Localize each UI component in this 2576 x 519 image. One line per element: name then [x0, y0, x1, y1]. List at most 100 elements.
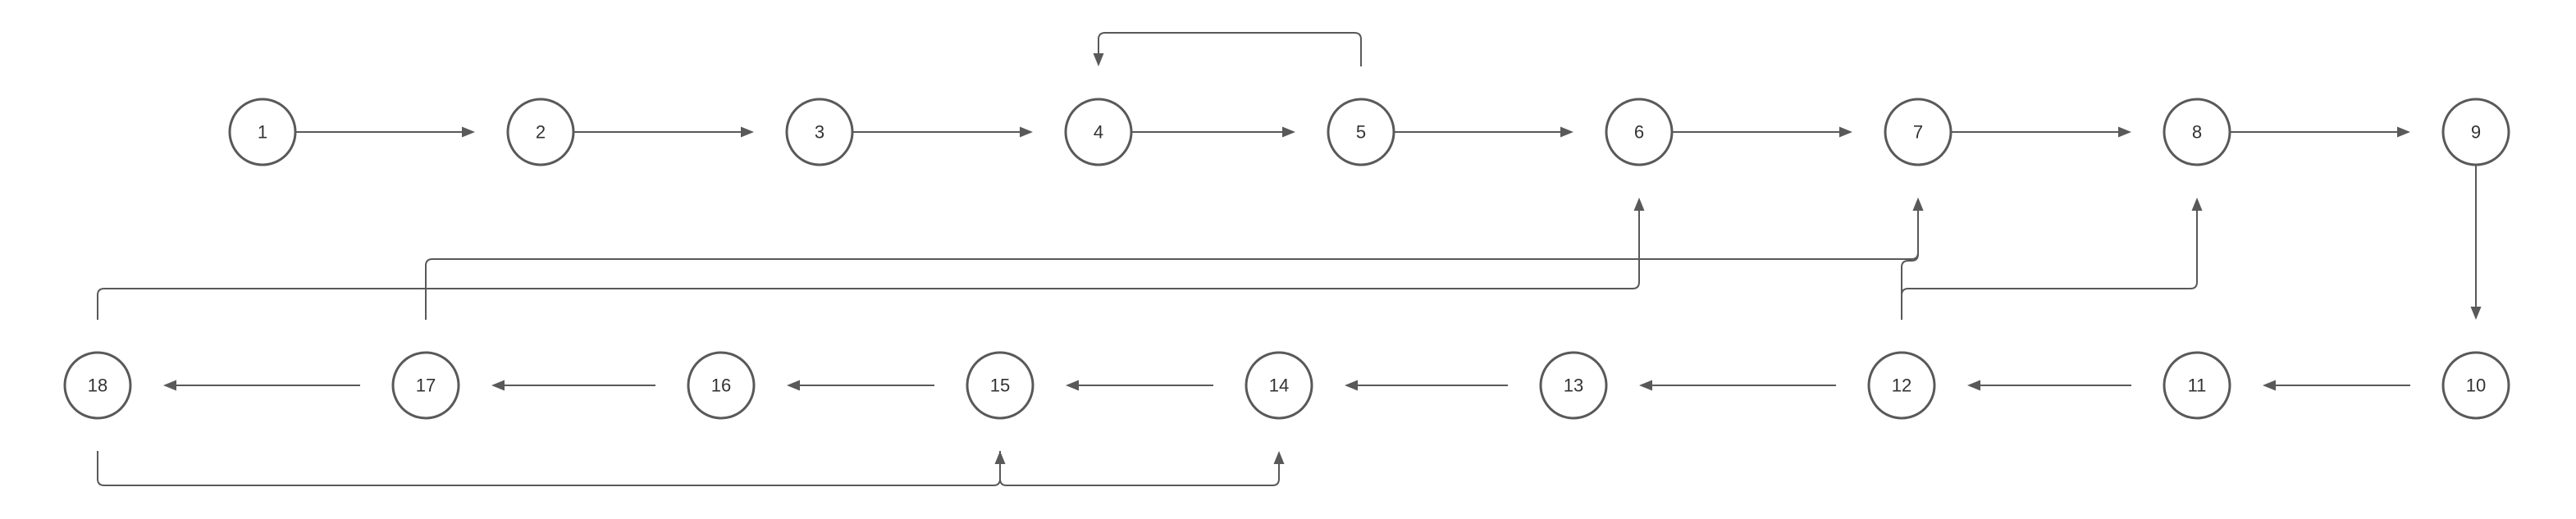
node-12: 12 — [1867, 351, 1936, 420]
edge-3-to-4 — [852, 126, 1033, 138]
arrowhead — [1093, 53, 1104, 66]
node-circle — [391, 351, 460, 420]
node-circle — [1867, 351, 1936, 420]
node-9: 9 — [2441, 98, 2510, 166]
edge-8-to-9 — [2230, 126, 2410, 138]
edge-4-to-5 — [1131, 126, 1295, 138]
arrowhead — [2263, 380, 2276, 391]
node-label: 11 — [2188, 376, 2207, 396]
node-label: 9 — [2471, 122, 2481, 143]
node-15: 15 — [966, 351, 1035, 420]
arrowhead — [1639, 380, 1652, 391]
node-circle — [1539, 351, 1608, 420]
edges-layer — [97, 32, 2482, 486]
node-circle — [2441, 351, 2510, 420]
edge-18-to-15 — [97, 451, 1006, 486]
node-16: 16 — [687, 351, 756, 420]
edge-18-to-6 — [97, 198, 1645, 320]
node-3: 3 — [785, 98, 854, 166]
edge-17-to-7 — [425, 198, 1924, 320]
edge-line — [97, 206, 1640, 320]
node-circle — [1605, 98, 1674, 166]
arrowhead — [1345, 380, 1358, 391]
node-13: 13 — [1539, 351, 1608, 420]
arrowhead — [1967, 380, 1980, 391]
node-label: 1 — [258, 122, 267, 143]
node-4: 4 — [1064, 98, 1133, 166]
node-circle — [1064, 98, 1133, 166]
node-label: 15 — [990, 376, 1010, 396]
node-circle — [687, 351, 756, 420]
node-14: 14 — [1245, 351, 1313, 420]
node-circle — [1245, 351, 1313, 420]
node-circle — [2441, 98, 2510, 166]
edge-line — [425, 206, 1919, 320]
edge-16-to-17 — [491, 380, 655, 391]
node-2: 2 — [506, 98, 575, 166]
edge-line — [1901, 206, 1919, 320]
node-circle — [1884, 98, 1953, 166]
node-7: 7 — [1884, 98, 1953, 166]
arrowhead — [2397, 126, 2410, 138]
arrowhead — [163, 380, 176, 391]
arrowhead — [1839, 126, 1852, 138]
node-circle — [506, 98, 575, 166]
arrowhead — [1633, 198, 1645, 211]
edge-5-to-6 — [1394, 126, 1573, 138]
node-label: 8 — [2192, 122, 2202, 143]
edge-line — [1901, 206, 2198, 320]
arrowhead — [2470, 307, 2482, 320]
node-8: 8 — [2163, 98, 2231, 166]
edge-17-to-18 — [163, 380, 360, 391]
node-1: 1 — [228, 98, 297, 166]
node-label: 13 — [1564, 376, 1583, 396]
node-circle — [966, 351, 1035, 420]
node-circle — [1327, 98, 1395, 166]
arrowhead — [741, 126, 754, 138]
node-label: 7 — [1913, 122, 1923, 143]
edge-line — [1098, 32, 1362, 66]
arrowhead — [491, 380, 505, 391]
edge-7-to-8 — [1951, 126, 2131, 138]
edge-6-to-7 — [1672, 126, 1852, 138]
node-circle — [228, 98, 297, 166]
node-circle — [2163, 351, 2231, 420]
arrowhead — [2191, 198, 2203, 211]
edge-5-to-4 — [1093, 32, 1362, 66]
node-label: 3 — [815, 122, 824, 143]
node-circle — [785, 98, 854, 166]
node-18: 18 — [63, 351, 132, 420]
node-label: 10 — [2466, 376, 2486, 396]
edge-12-to-13 — [1639, 380, 1836, 391]
edge-10-to-11 — [2263, 380, 2410, 391]
edge-14-to-15 — [1066, 380, 1213, 391]
node-label: 6 — [1634, 122, 1644, 143]
node-11: 11 — [2163, 351, 2231, 420]
edge-9-to-10 — [2470, 165, 2482, 320]
node-5: 5 — [1327, 98, 1395, 166]
arrowhead — [1912, 198, 1924, 211]
edge-line — [999, 451, 1280, 486]
arrowhead — [787, 380, 800, 391]
edge-line — [97, 451, 1001, 486]
node-circle — [2163, 98, 2231, 166]
node-label: 16 — [711, 376, 731, 396]
arrowhead — [462, 126, 475, 138]
edge-15-to-16 — [787, 380, 934, 391]
node-label: 2 — [536, 122, 546, 143]
node-label: 12 — [1892, 376, 1911, 396]
edge-1-to-2 — [295, 126, 475, 138]
edge-2-to-3 — [573, 126, 754, 138]
arrowhead — [994, 451, 1006, 464]
arrowhead — [1282, 126, 1295, 138]
node-10: 10 — [2441, 351, 2510, 420]
edge-11-to-12 — [1967, 380, 2131, 391]
node-17: 17 — [391, 351, 460, 420]
arrowhead — [1560, 126, 1573, 138]
node-circle — [63, 351, 132, 420]
node-label: 4 — [1094, 122, 1103, 143]
node-label: 14 — [1269, 376, 1289, 396]
node-label: 17 — [416, 376, 436, 396]
